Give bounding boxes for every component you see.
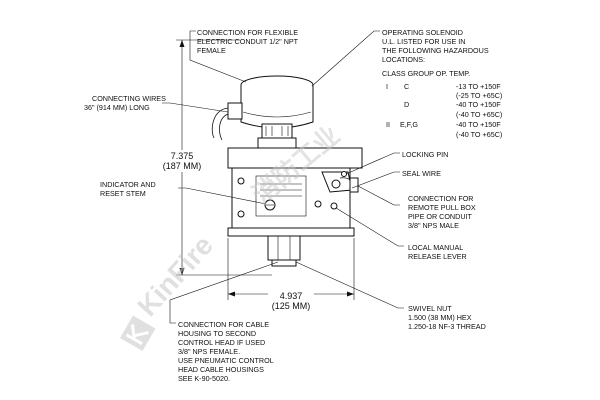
connecting-wires [211, 102, 243, 141]
class-header: CLASS GROUP OP. TEMP. [382, 69, 470, 78]
kinfire-logo-icon [120, 315, 156, 351]
class-row-3-temp-f: -40 TO +150F [456, 120, 501, 129]
leader-lines [162, 30, 404, 324]
cable-housing-callout: CONNECTION FOR CABLE HOUSING TO SECOND C… [178, 320, 274, 383]
svg-text:ELECTRIC CONDUIT 1/2" NPT: ELECTRIC CONDUIT 1/2" NPT [197, 37, 299, 46]
class-row-3-temp-c: (-40 TO +65C) [456, 130, 502, 139]
svg-text:OPERATING SOLENOID: OPERATING SOLENOID [382, 28, 463, 37]
svg-text:1.250-18 NF-3 THREAD: 1.250-18 NF-3 THREAD [408, 322, 486, 331]
svg-text:3/8" NPS MALE: 3/8" NPS MALE [408, 221, 459, 230]
svg-text:CONNECTION FOR FLEXIBLE: CONNECTION FOR FLEXIBLE [197, 28, 298, 37]
remote-pull-callout: CONNECTION FOR REMOTE PULL BOX PIPE OR C… [408, 194, 476, 230]
class-row-1-temp-c: (-25 TO +65C) [456, 91, 502, 100]
svg-text:CONNECTION FOR CABLE: CONNECTION FOR CABLE [178, 320, 269, 329]
svg-text:CONNECTION FOR: CONNECTION FOR [408, 194, 473, 203]
width-mm-label: (125 MM) [272, 301, 311, 311]
width-dimension: 4.937 (125 MM) [227, 238, 355, 311]
conduit-connection-callout: CONNECTION FOR FLEXIBLE ELECTRIC CONDUIT… [197, 28, 299, 55]
svg-text:3/8" NPS FEMALE.: 3/8" NPS FEMALE. [178, 347, 240, 356]
svg-text:U.L. LISTED FOR USE IN: U.L. LISTED FOR USE IN [382, 37, 465, 46]
wires-callout: CONNECTING WIRES 36" (914 MM) LONG [84, 94, 166, 112]
class-row-3-group: E,F,G [400, 120, 418, 129]
class-row-1-class: I [386, 82, 388, 91]
svg-text:RESET STEM: RESET STEM [100, 189, 146, 198]
indicator-callout: INDICATOR AND RESET STEM [100, 180, 156, 198]
class-row-2-temp-f: -40 TO +150F [456, 100, 501, 109]
svg-text:FEMALE: FEMALE [197, 46, 226, 55]
svg-text:RELEASE LEVER: RELEASE LEVER [408, 252, 467, 261]
width-in-label: 4.937 [280, 291, 303, 301]
svg-text:THE FOLLOWING HAZARDOUS: THE FOLLOWING HAZARDOUS [382, 46, 489, 55]
operating-solenoid [240, 75, 314, 149]
height-dimension: 7.375 (187 MM) [162, 39, 272, 276]
seal-wire-label: SEAL WIRE [402, 169, 441, 178]
svg-text:USE PNEUMATIC CONTROL: USE PNEUMATIC CONTROL [178, 356, 274, 365]
svg-text:1.500 (38 MM) HEX: 1.500 (38 MM) HEX [408, 313, 472, 322]
svg-text:SEE K-90-5020.: SEE K-90-5020. [178, 374, 230, 383]
solenoid-callout: OPERATING SOLENOID U.L. LISTED FOR USE I… [382, 28, 502, 139]
svg-text:INDICATOR AND: INDICATOR AND [100, 180, 156, 189]
kinfire-logo-text: KinFire [131, 230, 219, 322]
svg-text:REMOTE PULL BOX: REMOTE PULL BOX [408, 203, 476, 212]
svg-text:PIPE OR CONDUIT: PIPE OR CONDUIT [408, 212, 473, 221]
svg-text:CONTROL HEAD IF USED: CONTROL HEAD IF USED [178, 338, 265, 347]
height-in-label: 7.375 [171, 151, 194, 161]
height-mm-label: (187 MM) [163, 161, 202, 171]
svg-text:CONNECTING WIRES: CONNECTING WIRES [92, 94, 166, 103]
class-row-2-temp-c: (-40 TO +65C) [456, 110, 502, 119]
svg-text:SWIVEL NUT: SWIVEL NUT [408, 304, 452, 313]
svg-text:HEAD CABLE HOUSINGS: HEAD CABLE HOUSINGS [178, 365, 264, 374]
svg-text:36" (914 MM) LONG: 36" (914 MM) LONG [84, 103, 150, 112]
class-row-2-group: D [404, 100, 409, 109]
svg-text:LOCATIONS:: LOCATIONS: [382, 55, 425, 64]
class-row-3-class: II [386, 120, 390, 129]
swivel-nut-callout: SWIVEL NUT 1.500 (38 MM) HEX 1.250-18 NF… [408, 304, 486, 331]
swivel-nut [267, 235, 301, 267]
locking-pin-label: LOCKING PIN [402, 150, 448, 159]
svg-text:LOCAL MANUAL: LOCAL MANUAL [408, 243, 463, 252]
control-head-body [227, 147, 363, 237]
class-row-1-group: C [404, 82, 409, 91]
manual-release-callout: LOCAL MANUAL RELEASE LEVER [408, 243, 467, 261]
svg-text:HOUSING TO SECOND: HOUSING TO SECOND [178, 329, 256, 338]
control-head-drawing [211, 75, 363, 267]
class-row-1-temp-f: -13 TO +150F [456, 82, 501, 91]
